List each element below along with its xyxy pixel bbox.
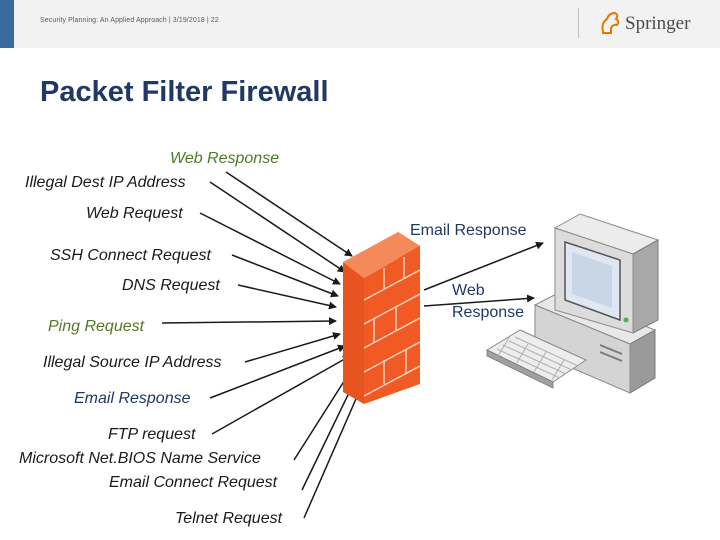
power-led-icon	[623, 317, 629, 323]
label-ping-request: Ping Request	[48, 318, 145, 335]
arrow-ssh	[231, 254, 339, 298]
label-email-connect: Email Connect Request	[109, 474, 278, 491]
arrow-dns	[237, 284, 337, 310]
page-title: Packet Filter Firewall	[40, 76, 329, 108]
slide-header: Security Planning: An Applied Approach |…	[0, 0, 720, 48]
computer-icon	[485, 213, 660, 394]
label-dns-request: DNS Request	[122, 277, 220, 294]
label-telnet: Telnet Request	[175, 510, 283, 527]
arrow-email-response	[209, 344, 346, 399]
arrow-web-request	[199, 212, 341, 285]
springer-logo: Springer	[597, 9, 707, 37]
header-citation: Security Planning: An Applied Approach |…	[40, 17, 219, 24]
header-accent-bar	[0, 0, 14, 48]
header-divider	[578, 8, 579, 38]
arrow-telnet	[303, 375, 367, 519]
outgoing-arrows	[423, 241, 544, 307]
arrow-ftp	[211, 355, 351, 435]
springer-logo-text: Springer	[625, 13, 691, 34]
firewall-icon	[343, 232, 421, 404]
label-illegal-dest-ip: Illegal Dest IP Address	[25, 174, 186, 191]
label-web-request: Web Request	[86, 205, 183, 222]
springer-horse-icon	[601, 11, 620, 34]
label-email-response-left: Email Response	[74, 390, 191, 407]
label-web-response-right-line1: Web	[452, 282, 485, 299]
arrow-illegal-dest	[209, 181, 346, 273]
arrow-to-email-response	[423, 241, 544, 291]
arrow-to-web-response	[423, 294, 535, 307]
label-ftp-request: FTP request	[108, 426, 196, 443]
arrow-ping	[161, 317, 337, 326]
arrow-illegal-source	[244, 332, 341, 363]
label-ssh-connect: SSH Connect Request	[50, 247, 211, 264]
arrow-web-response	[225, 171, 353, 257]
label-web-response-top: Web Response	[170, 150, 280, 167]
label-illegal-source-ip: Illegal Source IP Address	[43, 354, 222, 371]
label-netbios: Microsoft Net.BIOS Name Service	[19, 450, 261, 467]
label-web-response-right-line2: Response	[452, 304, 525, 321]
label-email-response-right: Email Response	[410, 222, 527, 239]
